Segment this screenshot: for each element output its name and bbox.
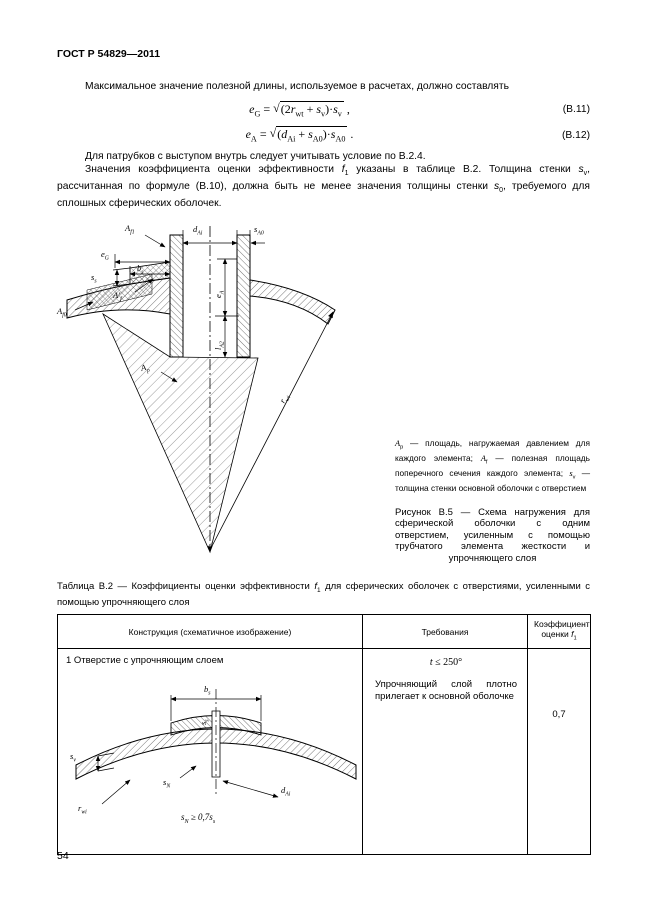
shell — [75, 728, 357, 781]
nozzle-wall-right — [236, 234, 251, 358]
doc-header: ГОСТ Р 54829—2011 — [57, 48, 161, 60]
table-b2: Конструкция (схематичное изображение) Тр… — [57, 614, 591, 856]
row1-requirement-text: Упрочняющий слой плотно прилегает к осно… — [375, 679, 517, 703]
figure-b5-drawing: Af1 dAi sA0 eG bs ss A′f Af0 eA lA2 Ap r… — [57, 222, 389, 564]
dimension-lines — [95, 695, 279, 805]
label-af0: Af0 — [57, 305, 67, 319]
table-b2-caption: Таблица В.2 — Коэффициенты оценки эффект… — [57, 581, 590, 608]
paragraph-2: Для патрубков с выступом внутрь следует … — [85, 150, 426, 162]
row1-title: 1 Отверстие с упрочняющим слоем — [66, 655, 224, 667]
label-ss: ss — [198, 719, 211, 726]
label-rwi: rwi — [78, 803, 87, 816]
dimension-lines — [74, 229, 265, 383]
label-dai: dAi — [193, 223, 203, 237]
formula-b11-row: eG = √(2rwt + sv)·sv , (В.11) — [57, 101, 590, 118]
paragraph-3: Значения коэффициента оценки эффективнос… — [57, 163, 590, 209]
table-b2-col-coefficient: Коэффициент оценки f1 — [527, 614, 591, 650]
label-bs: bs — [204, 684, 211, 697]
label-sn: sN — [163, 777, 171, 790]
formula-b12-row: eA = √(dAi + sA0)·sA0 . (В.12) — [57, 126, 590, 144]
label-af-prime: A′f — [113, 289, 122, 303]
figure-b5-text: Ap — площадь, нагружаемая давлением для … — [389, 438, 590, 564]
label-dai: dAi — [281, 785, 291, 798]
table-b2-col-requirements: Требования — [362, 614, 528, 650]
cell-requirements: t ≤ 250° Упрочняющий слой плотно прилега… — [362, 648, 528, 856]
label-sa0: sA0 — [254, 223, 264, 237]
shell-right — [249, 279, 336, 325]
table-b2-col-construction: Конструкция (схематичное изображение) — [57, 614, 363, 650]
label-sv: sv — [70, 751, 76, 764]
figure-b5-caption: Рисунок В.5 — Схема нагружения для сфери… — [395, 506, 590, 564]
row1-condition-formula: sN ≥ 0,7ss — [181, 812, 216, 826]
cell-coefficient-value: 0,7 — [527, 648, 591, 856]
page-number: 54 — [57, 850, 69, 862]
figure-b5-block: Af1 dAi sA0 eG bs ss A′f Af0 eA lA2 Ap r… — [57, 222, 590, 564]
table-b2-header-row: Конструкция (схематичное изображение) Тр… — [57, 614, 591, 650]
paragraph-1: Максимальное значение полезной длины, ис… — [85, 81, 509, 92]
cell-construction: 1 Отверстие с упрочняющим слоем — [57, 648, 366, 856]
row1-diagram: bs sv ss sN dAi rwi sN ≥ 0,7ss — [66, 673, 366, 831]
pressure-area-wedge — [102, 312, 259, 554]
label-bs: bs — [137, 262, 144, 276]
label-eg: eG — [101, 248, 109, 262]
label-af1: Af1 — [125, 222, 135, 236]
label-ss: ss — [91, 271, 97, 285]
table-b2-row-1: 1 Отверстие с упрочняющим слоем — [57, 648, 591, 856]
figure-b5-svg — [66, 225, 336, 554]
formula-b11: eG = √(2rwt + sv)·sv , — [249, 101, 350, 119]
label-la2: lA2 — [213, 341, 226, 350]
label-ea: eA — [213, 290, 226, 298]
radius-line-rwi — [209, 311, 334, 551]
nozzle-wall-left — [169, 234, 184, 358]
row1-diagram-svg — [75, 689, 357, 805]
formula-b11-number: (В.11) — [562, 104, 590, 116]
formula-b12-number: (В.12) — [561, 129, 590, 141]
formula-b12: eA = √(dAi + sA0)·sA0 . — [245, 126, 354, 144]
figure-b5-note: Ap — площадь, нагружаемая давлением для … — [395, 437, 590, 494]
row1-requirement-temperature: t ≤ 250° — [429, 657, 463, 669]
